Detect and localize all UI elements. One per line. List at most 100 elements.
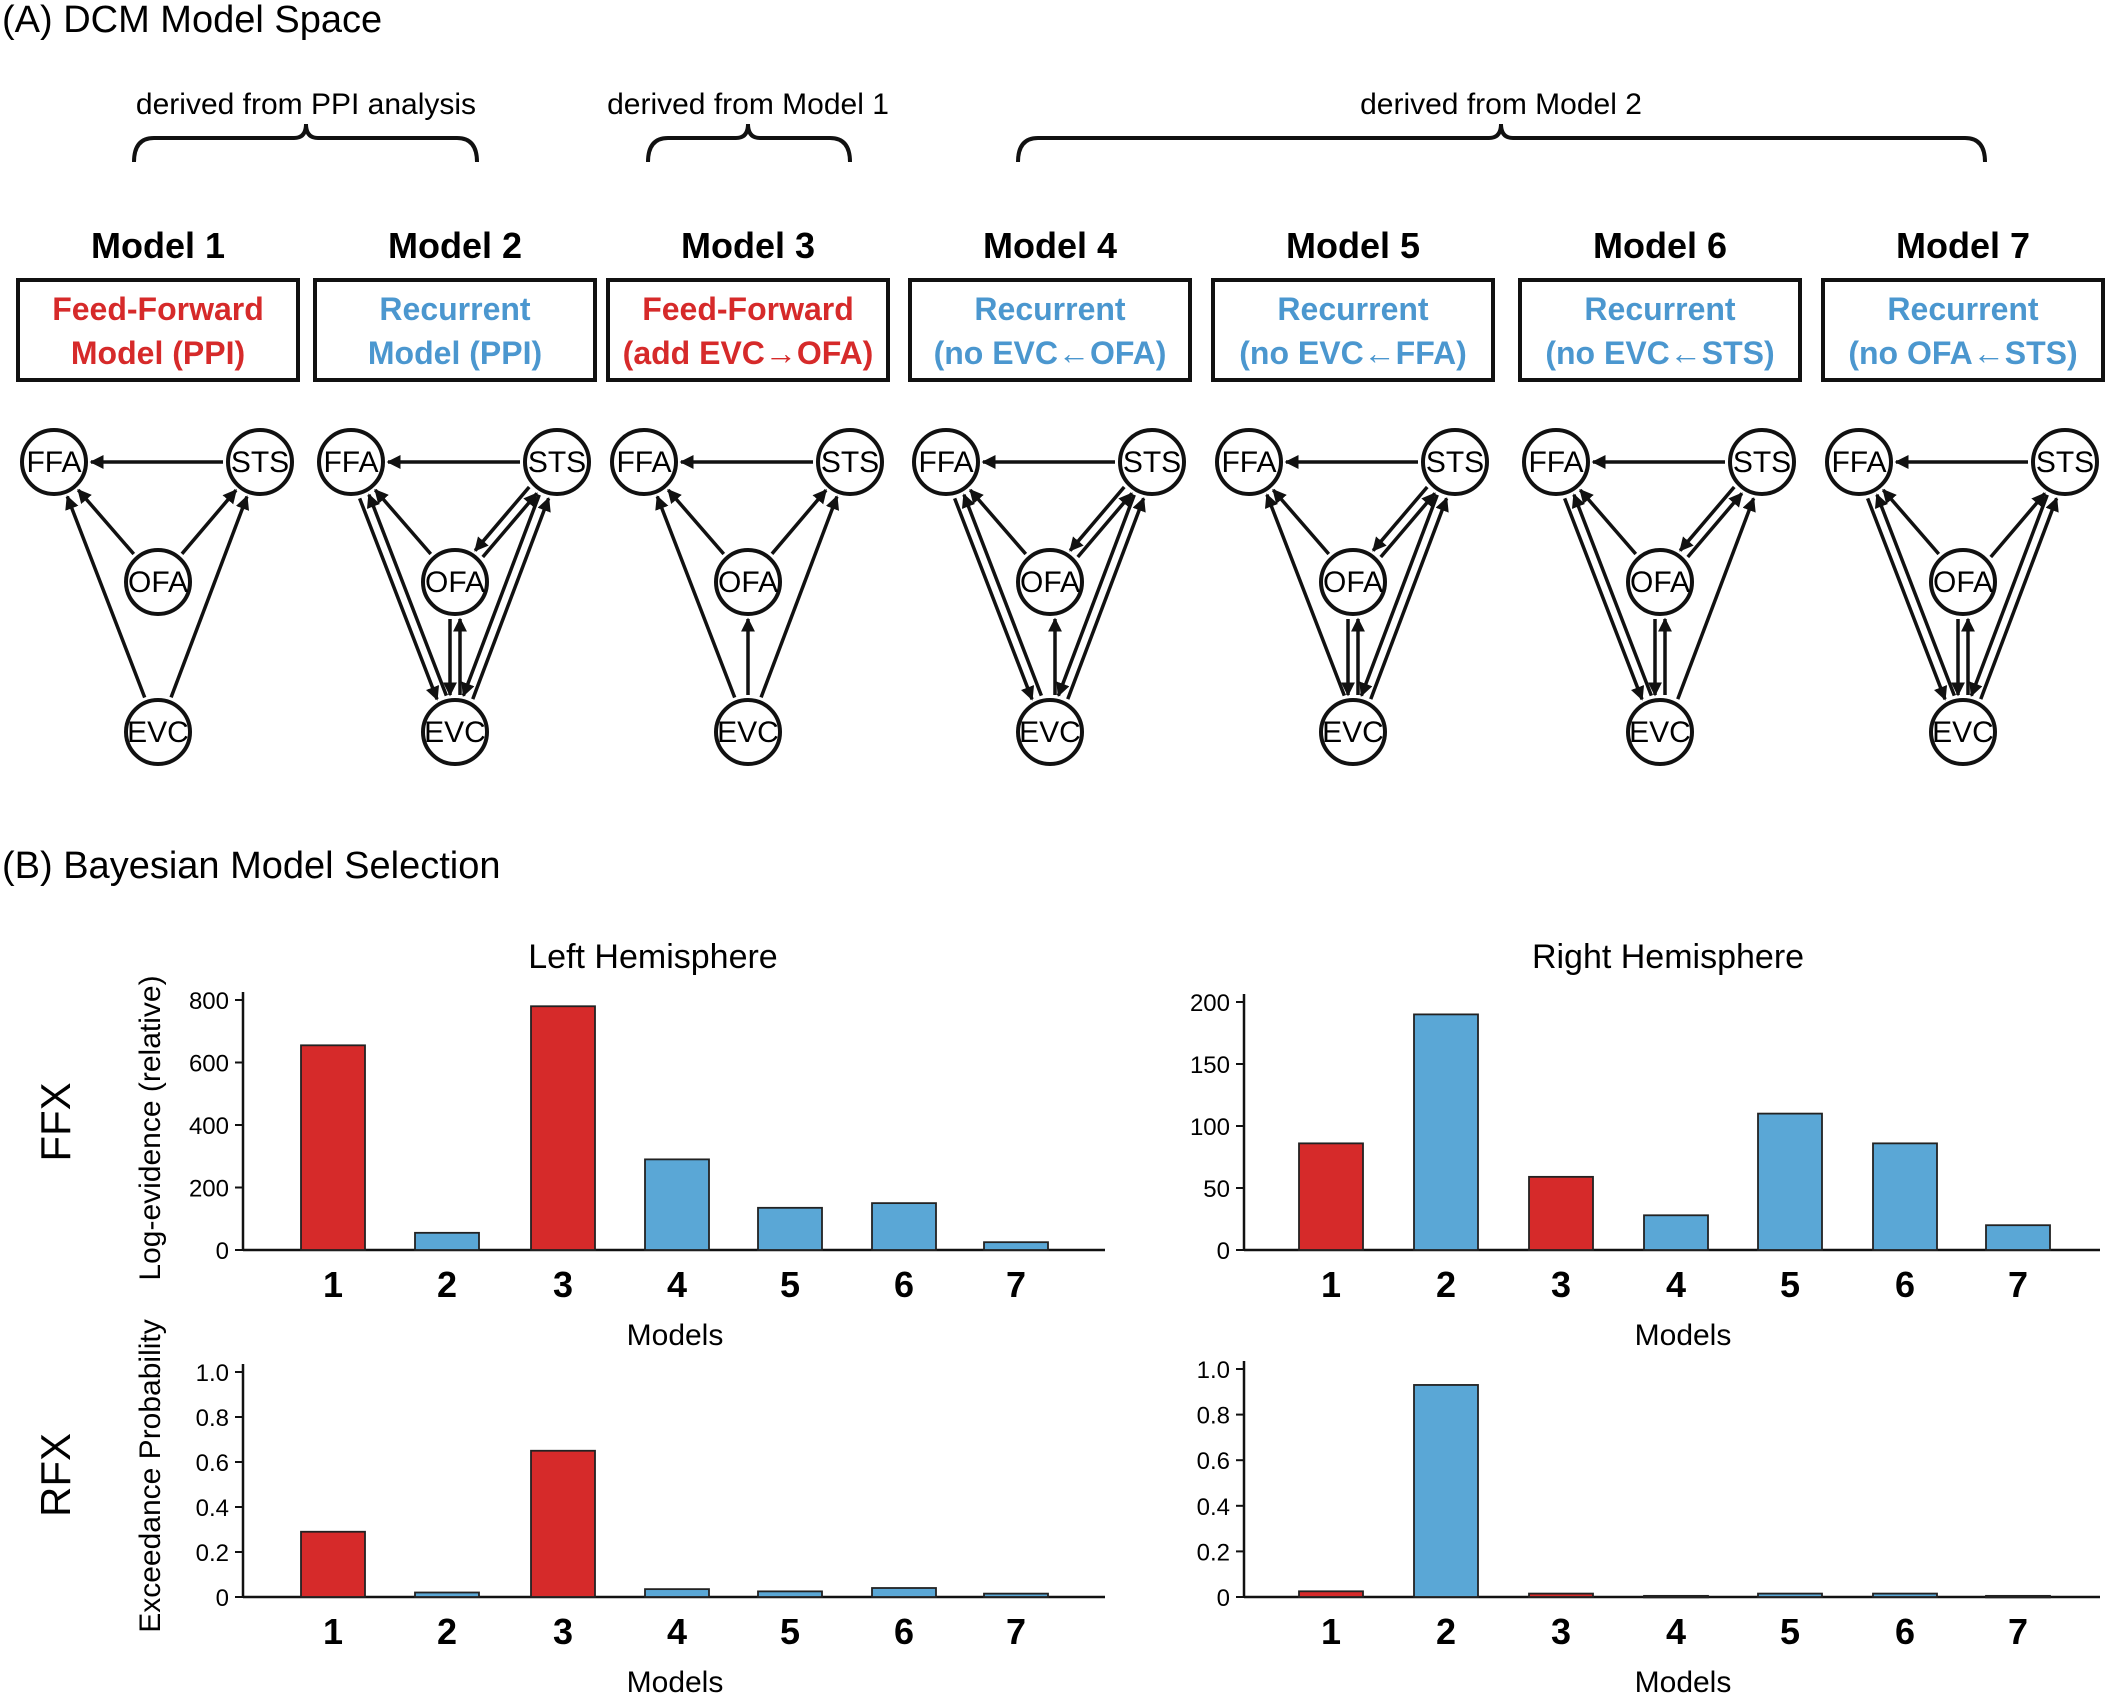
y-tick-label: 0.2	[1197, 1539, 1230, 1566]
bar-model-2	[414, 1591, 480, 1598]
node-evc: EVC	[1319, 698, 1387, 766]
node-label: EVC	[127, 716, 189, 749]
model-description-line2: (no EVC←STS)	[1545, 335, 1774, 371]
connection-sts-to-ofa	[1068, 485, 1126, 552]
y-tick-label: 200	[1190, 990, 1230, 1017]
group-label-ppi: derived from PPI analysis	[136, 88, 476, 121]
x-tick-label: 7	[1006, 1611, 1026, 1652]
node-circle	[523, 428, 591, 496]
bar-model-7	[983, 1241, 1049, 1251]
node-label: FFA	[26, 446, 81, 479]
node-circle	[421, 548, 489, 616]
y-tick-label: 0.6	[1197, 1448, 1230, 1475]
connection-evc-to-ffa	[655, 495, 737, 699]
connection-evc-to-sts	[1979, 497, 2059, 700]
connection-sts-to-evc	[461, 494, 541, 697]
node-ofa: OFA	[1626, 548, 1694, 616]
y-tick-label: 400	[189, 1113, 229, 1140]
node-circle	[714, 548, 782, 616]
panel-b-title: (B) Bayesian Model Selection	[2, 845, 500, 887]
node-evc: EVC	[1929, 698, 1997, 766]
x-axis-label: Models	[627, 1319, 724, 1352]
chart-title: Left Hemisphere	[528, 938, 777, 976]
connection-evc-to-ffa	[1571, 493, 1653, 697]
group-brackets: derived from PPI analysis derived from M…	[132, 88, 1987, 163]
node-label: STS	[231, 446, 289, 479]
model-description-box	[908, 278, 1192, 382]
model-title: Model 5	[1286, 225, 1420, 266]
connection-evc-to-sts	[1066, 497, 1146, 700]
model-title: Model 3	[681, 225, 815, 266]
x-tick-label: 5	[780, 1264, 800, 1305]
bar-model-4	[1643, 1594, 1709, 1599]
model-title: Model 7	[1896, 225, 2030, 266]
bar-model-1	[1298, 1590, 1364, 1598]
node-label: FFA	[1831, 446, 1886, 479]
node-label: FFA	[616, 446, 671, 479]
node-sts: STS	[1421, 428, 1489, 496]
x-tick-label: 4	[667, 1264, 687, 1305]
y-tick-label: 0	[216, 1585, 229, 1612]
node-label: OFA	[425, 566, 485, 599]
y-tick-label: 1.0	[196, 1360, 229, 1387]
node-evc: EVC	[421, 698, 489, 766]
x-axis-label: Models	[1635, 1666, 1732, 1697]
node-sts: STS	[2031, 428, 2099, 496]
connection-sts-to-ofa	[1371, 485, 1429, 552]
node-ffa: FFA	[20, 428, 88, 496]
group-bracket-2	[646, 123, 852, 163]
node-circle	[1929, 548, 1997, 616]
y-tick-label: 1.0	[1197, 1357, 1230, 1384]
bar-model-5	[1757, 1112, 1823, 1251]
x-tick-label: 4	[1666, 1611, 1686, 1652]
node-circle	[226, 428, 294, 496]
node-circle	[1118, 428, 1186, 496]
node-sts: STS	[1118, 428, 1186, 496]
node-ffa: FFA	[317, 428, 385, 496]
y-tick-label: 0.4	[1197, 1494, 1230, 1521]
bar-model-1	[300, 1044, 366, 1251]
x-tick-label: 6	[894, 1264, 914, 1305]
y-tick-label: 0.2	[196, 1540, 229, 1567]
bar-model-3	[1528, 1592, 1594, 1598]
group-bracket-1	[132, 123, 479, 163]
bar-model-1	[1298, 1142, 1364, 1251]
bar-model-7	[1985, 1224, 2051, 1251]
node-label: OFA	[1630, 566, 1690, 599]
connection-ffa-to-evc	[1866, 497, 1948, 701]
y-tick-label: 50	[1203, 1176, 1230, 1203]
node-circle	[2031, 428, 2099, 496]
x-tick-label: 3	[1551, 1611, 1571, 1652]
node-ffa: FFA	[1215, 428, 1283, 496]
node-label: FFA	[1221, 446, 1276, 479]
x-tick-label: 4	[1666, 1264, 1686, 1305]
bar-model-4	[644, 1588, 710, 1598]
connection-sts-to-ofa	[473, 485, 531, 552]
node-label: STS	[821, 446, 879, 479]
connection-evc-to-sts	[759, 495, 840, 699]
y-tick-label: 0.8	[196, 1405, 229, 1432]
model-description-line1: Recurrent	[1887, 291, 2039, 327]
x-tick-label: 2	[1436, 1611, 1456, 1652]
chart-title: Right Hemisphere	[1532, 938, 1804, 976]
x-tick-label: 2	[1436, 1264, 1456, 1305]
connection-ofa-to-sts	[1379, 492, 1437, 559]
node-label: STS	[528, 446, 586, 479]
y-tick-label: 200	[189, 1176, 229, 1203]
node-label: FFA	[918, 446, 973, 479]
node-label: EVC	[1932, 716, 1994, 749]
node-label: STS	[1426, 446, 1484, 479]
model-description-box	[16, 278, 300, 382]
node-label: FFA	[323, 446, 378, 479]
panel-a-title: (A) DCM Model Space	[2, 0, 382, 41]
node-label: STS	[1123, 446, 1181, 479]
node-circle	[1626, 698, 1694, 766]
model-description-line2: (no EVC←OFA)	[934, 335, 1167, 371]
node-label: OFA	[1020, 566, 1080, 599]
group-label-model1: derived from Model 1	[607, 88, 889, 121]
node-label: EVC	[717, 716, 779, 749]
